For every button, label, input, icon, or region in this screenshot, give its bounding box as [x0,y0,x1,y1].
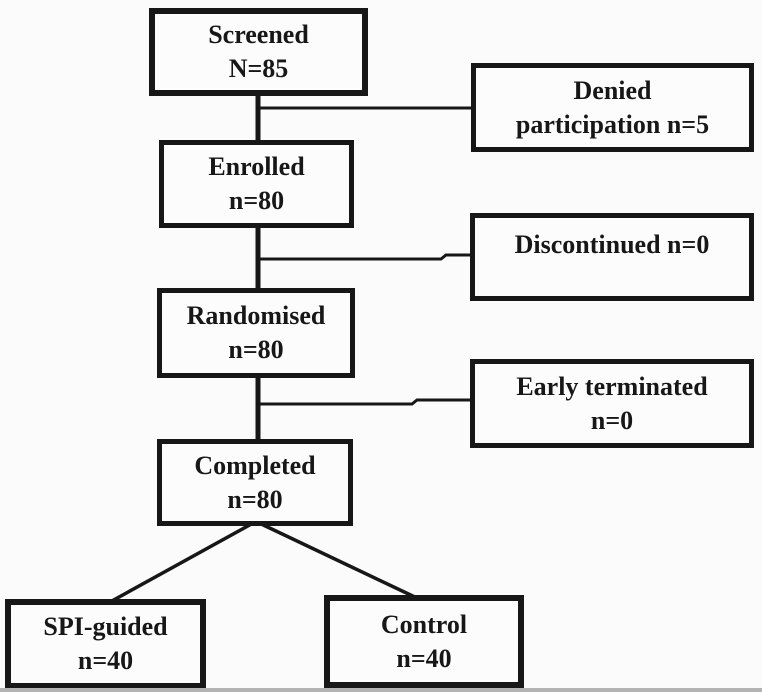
node-control: Control n=40 [324,595,524,688]
node-count-line: N=85 [228,54,289,83]
node-screened: Screened N=85 [149,8,368,96]
node-enrolled: Enrolled n=80 [159,140,354,228]
connector-completed-control [256,520,420,601]
node-count-line: n=40 [77,646,134,675]
node-label-line: Early terminated [516,371,708,401]
node-denied-participation: Denied participation n=5 [471,63,754,152]
node-completed: Completed n=80 [157,439,353,526]
node-spi-guided: SPI-guided n=40 [5,599,206,689]
connector-completed-spi-guided [109,520,256,604]
node-label-line: Denied [573,75,652,105]
node-discontinued: Discontinued n=0 [470,213,754,301]
node-label-line: SPI-guided [43,612,168,641]
node-count-line: n=80 [227,484,283,514]
node-label-line: Control [380,609,468,639]
node-label-line: Enrolled [208,152,305,181]
node-count-line: n=0 [590,405,634,435]
node-label-line: Completed [194,450,316,480]
connector-branch-early-terminated [258,398,473,406]
node-label-line: Discontinued n=0 [514,230,710,259]
scan-edge-artifact [0,688,762,692]
node-randomised: Randomised n=80 [157,288,355,378]
node-label-line: Screened [208,20,309,49]
node-early-terminated: Early terminated n=0 [470,359,754,448]
node-count-line: n=40 [396,643,452,673]
node-label-line: Randomised [186,301,326,330]
node-count-line: n=80 [228,186,285,215]
node-count-line: participation n=5 [515,109,710,139]
node-count-line: n=80 [228,335,284,364]
connector-branch-discontinued [258,253,473,261]
